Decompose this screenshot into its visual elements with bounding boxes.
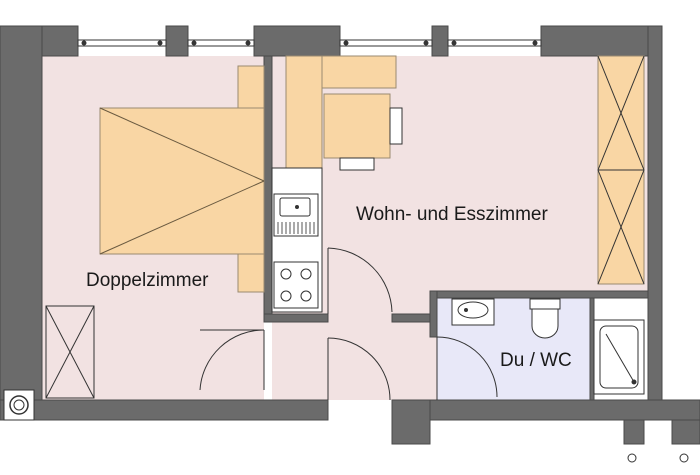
window-bedroom-2 xyxy=(187,39,255,47)
windows xyxy=(77,39,542,47)
boiler-icon xyxy=(3,389,35,421)
kitchen-furniture xyxy=(285,55,403,171)
bedroom-furniture xyxy=(99,65,265,293)
pipe-icons xyxy=(627,453,689,463)
kitchen-counter-side xyxy=(285,55,323,169)
double-bed xyxy=(99,107,265,255)
window-living xyxy=(339,39,433,47)
sink-icon xyxy=(273,193,319,237)
chair-bottom xyxy=(339,157,375,171)
washbasin-icon xyxy=(451,298,495,326)
kitchen-unit xyxy=(271,167,323,313)
chair-right xyxy=(389,107,403,145)
room-label-living: Wohn- und Esszimmer xyxy=(356,204,548,225)
living-wardrobe xyxy=(597,55,645,285)
shower-icon xyxy=(593,319,645,395)
window-living-2 xyxy=(447,39,542,47)
toilet-icon xyxy=(529,298,561,339)
nightstand-bottom xyxy=(237,253,265,293)
dining-table xyxy=(323,93,391,159)
room-label-bath: Du / WC xyxy=(500,350,572,371)
doors xyxy=(199,247,498,401)
bedroom-wardrobe xyxy=(45,305,95,399)
walls xyxy=(0,25,700,445)
window-bedroom xyxy=(77,39,167,47)
nightstand-top xyxy=(237,65,265,109)
bath-fixtures xyxy=(451,298,645,395)
room-label-bedroom: Doppelzimmer xyxy=(86,270,209,291)
stove-icon xyxy=(273,261,319,309)
